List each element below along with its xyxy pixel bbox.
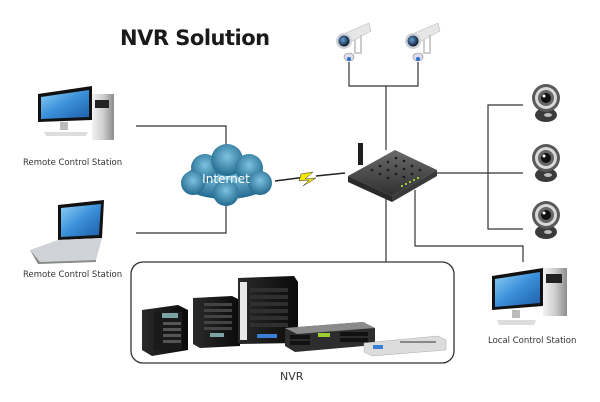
internet-label: Internet (202, 172, 250, 186)
router-icon (348, 143, 437, 202)
rack-nvr-1u-icon (363, 335, 447, 357)
laptop-icon (30, 200, 104, 264)
nvr-label: NVR (280, 370, 304, 383)
line-webcam-bus (487, 104, 523, 230)
nvr-devices (142, 276, 447, 357)
webcam-icon (532, 144, 560, 182)
cloud-icon: Internet (181, 144, 272, 206)
bullet-camera-icon (405, 22, 441, 62)
local-station-label: Local Control Station (488, 336, 577, 346)
desktop-computer-icon (38, 86, 114, 140)
line-cameras-to-router (348, 62, 419, 87)
bullet-camera-icon (336, 22, 372, 62)
router-leds (401, 177, 419, 187)
nvr-group-box (130, 261, 455, 364)
rack-nvr-2u-icon (285, 322, 375, 352)
connection-lines (136, 62, 524, 262)
tower-nvr-4bay-icon (142, 305, 188, 356)
desktop-computer-icon (492, 268, 567, 325)
tower-nvr-8bay-icon (238, 276, 298, 344)
remote-station-2-label: Remote Control Station (23, 270, 123, 280)
webcam-icon (532, 84, 560, 122)
diagram-title: NVR Solution (120, 26, 270, 50)
lightning-bolt-icon (274, 171, 346, 187)
remote-station-1-label: Remote Control Station (23, 158, 123, 168)
tower-nvr-5bay-icon (193, 296, 240, 348)
line-remote-1-to-internet (136, 125, 227, 150)
line-remote-2-to-internet (136, 205, 227, 234)
webcam-icon (532, 201, 560, 239)
line-router-to-local-station (414, 190, 524, 262)
